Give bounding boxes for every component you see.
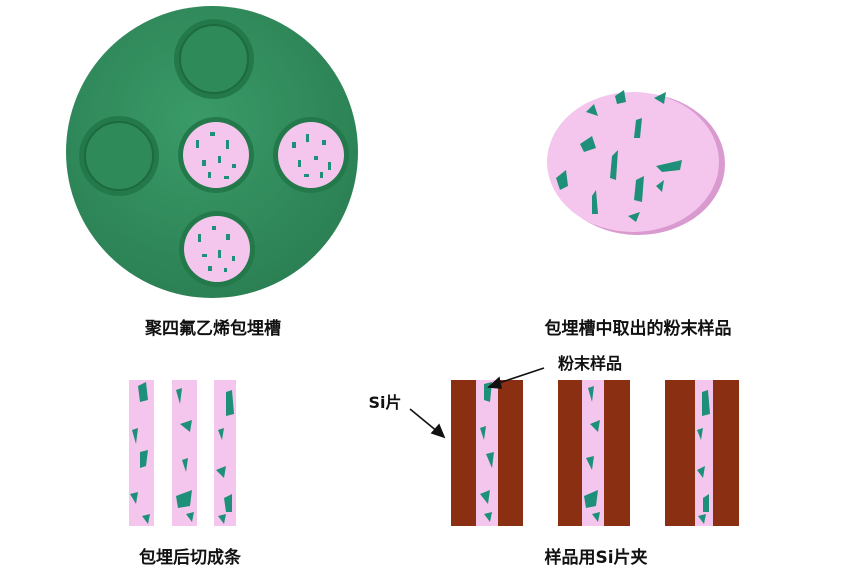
si-wafer-left bbox=[451, 380, 476, 526]
si-wafer-left bbox=[665, 380, 695, 526]
filled-well-center bbox=[178, 117, 254, 193]
arrow-si-wafer bbox=[409, 408, 446, 439]
clamp-2 bbox=[558, 380, 630, 526]
si-wafer-right bbox=[498, 380, 523, 526]
label-si-wafer: Si片 bbox=[368, 393, 401, 412]
caption-extracted-sample: 包埋槽中取出的粉末样品 bbox=[545, 318, 732, 339]
clamp-1 bbox=[451, 380, 523, 526]
caption-ptfe-holder: 聚四氟乙烯包埋槽 bbox=[144, 318, 281, 339]
label-powder-sample: 粉末样品 bbox=[558, 354, 622, 373]
strip-3 bbox=[214, 380, 236, 526]
ptfe-holder bbox=[66, 6, 358, 298]
si-wafer-left bbox=[558, 380, 582, 526]
filled-well-right bbox=[273, 117, 349, 193]
powder-strip bbox=[582, 380, 604, 526]
caption-cut-strips: 包埋后切成条 bbox=[139, 547, 242, 568]
empty-well-left bbox=[79, 116, 159, 196]
extracted-powder-disk bbox=[547, 90, 725, 235]
empty-well-top bbox=[174, 19, 254, 99]
strip-2 bbox=[172, 380, 197, 526]
caption-si-clamp: 样品用Si片夹 bbox=[544, 547, 647, 568]
powder-particles bbox=[556, 90, 682, 222]
si-clamped-samples bbox=[451, 380, 739, 526]
si-wafer-right bbox=[713, 380, 739, 526]
cut-strips bbox=[129, 380, 236, 526]
arrow-powder-sample bbox=[487, 367, 545, 389]
powder-strip bbox=[476, 380, 498, 526]
si-wafer-right bbox=[604, 380, 630, 526]
strip-1 bbox=[129, 380, 154, 526]
clamp-3 bbox=[665, 380, 739, 526]
powder-strip bbox=[695, 380, 713, 526]
filled-well-bottom bbox=[179, 211, 255, 287]
